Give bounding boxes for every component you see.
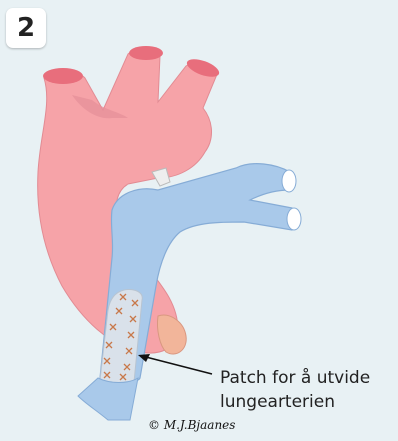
ventricle-outflow bbox=[78, 378, 138, 420]
vessel-opening-middle bbox=[129, 46, 163, 60]
callout-label: Patch for å utvide lungearterien bbox=[220, 366, 370, 414]
vessel-opening-left bbox=[43, 68, 83, 84]
callout-line-1: Patch for å utvide bbox=[220, 366, 370, 390]
pulmonary-branch-lower bbox=[287, 208, 301, 230]
callout-line-2: lungearterien bbox=[220, 390, 370, 414]
artist-signature: © M.J.Bjaanes bbox=[148, 418, 235, 432]
callout-arrow bbox=[138, 354, 212, 374]
pulmonary-branch-upper bbox=[282, 170, 296, 192]
